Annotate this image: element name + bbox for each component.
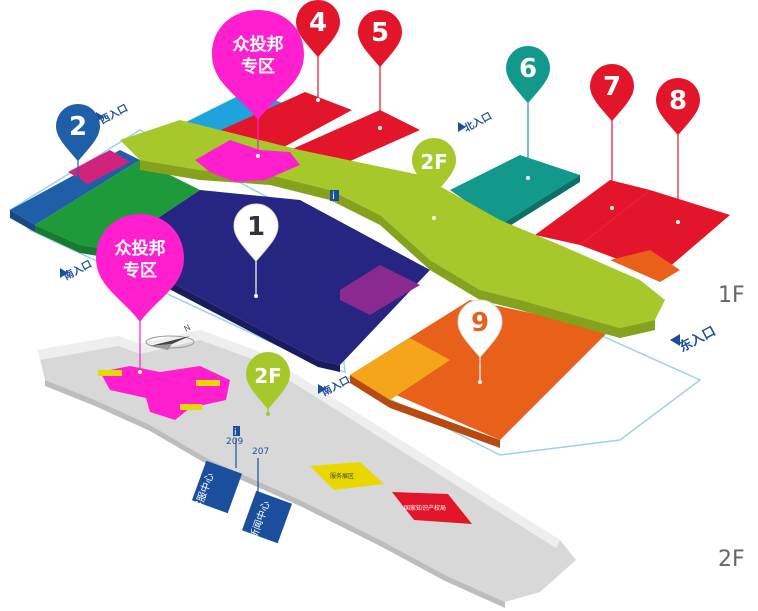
outline-west xyxy=(8,129,346,374)
pin-2f-b-marker xyxy=(246,352,290,410)
info-icon-1f xyxy=(330,190,339,201)
pin-2f-b-label: 2F xyxy=(254,364,282,388)
floor-2-side xyxy=(45,380,505,608)
pin-2f-a[interactable]: 2F xyxy=(412,138,456,196)
room-207-label: 207 xyxy=(252,447,269,457)
pin-2-label: 2 xyxy=(69,112,87,142)
hall-2-magenta xyxy=(68,150,130,184)
hall-1[interactable] xyxy=(110,190,430,365)
floor-2-zone xyxy=(100,366,230,420)
pin-2[interactable]: 2 xyxy=(56,104,100,162)
svg-text:N: N xyxy=(183,323,193,334)
pin-4-label: 4 xyxy=(309,8,327,38)
pin-6-marker xyxy=(506,46,550,104)
floor-2-yellow-tag-b xyxy=(196,380,220,386)
hall-8-orange xyxy=(610,250,680,282)
floor-2-yellow-tag-c xyxy=(180,404,202,410)
entrance-south-mid: 南入口 xyxy=(319,373,352,399)
hall-9-amber xyxy=(350,338,450,400)
pin-5[interactable]: 5 xyxy=(358,10,402,68)
floor-2-yellow-booth-label: 服务展区 xyxy=(330,472,354,480)
hall-1-purple xyxy=(340,265,420,315)
floor-label-1f: 1F xyxy=(718,283,745,308)
zone-pin-bottom[interactable]: 众投邦 专区 xyxy=(96,214,184,322)
entrance-west: 西入口 xyxy=(98,102,130,127)
room-209-label: 209 xyxy=(226,437,243,447)
pin-1[interactable]: 1 xyxy=(233,203,279,262)
hall-6[interactable] xyxy=(450,155,580,225)
pin-4-marker xyxy=(296,0,340,58)
pin-4[interactable]: 4 xyxy=(296,0,340,58)
zone-pin-top-line1: 众投邦 xyxy=(233,34,284,55)
floor-2-plan: 服务展区 国家知识产权局 209 207 i 客服中心 新闻中心 xyxy=(38,330,576,608)
floor-2-yellow-tag-a xyxy=(98,370,122,376)
pin-7[interactable]: 7 xyxy=(590,64,634,122)
pin-1-marker xyxy=(233,203,279,262)
floor-1-zone xyxy=(195,140,300,182)
info-icon-2f-glyph: i xyxy=(234,428,237,438)
compass-icon: N xyxy=(145,323,195,350)
pins: 1 2 4 5 6 7 8 9 2F 2F xyxy=(56,0,700,410)
pin-8-marker xyxy=(656,78,700,136)
hall-8[interactable] xyxy=(580,190,730,275)
info-icon-1f-glyph: i xyxy=(332,191,335,202)
floor-label-2f: 2F xyxy=(718,547,745,572)
news-center-tag[interactable]: 新闻中心 xyxy=(241,490,293,544)
pin-2f-a-marker xyxy=(412,138,456,196)
pin-9-label: 9 xyxy=(471,308,489,338)
pin-9[interactable]: 9 xyxy=(457,299,503,358)
hall-7[interactable] xyxy=(535,180,650,245)
pin-2f-b[interactable]: 2F xyxy=(246,352,290,410)
hall-2-green[interactable] xyxy=(35,160,200,250)
zone-pin-bottom-line1: 众投邦 xyxy=(115,238,166,259)
entrance-south-left: 南入口 xyxy=(61,257,94,283)
pin-5-label: 5 xyxy=(371,18,389,48)
pin-1-label: 1 xyxy=(247,212,265,242)
floor-2-red-booth-label: 国家知识产权局 xyxy=(404,504,446,512)
pin-7-marker xyxy=(590,64,634,122)
pin-6-label: 6 xyxy=(519,54,537,84)
zone-pin-bottom-line2: 专区 xyxy=(123,260,157,281)
pin-8[interactable]: 8 xyxy=(656,78,700,136)
floor-1-plan: i xyxy=(8,90,730,456)
pin-2f-a-label: 2F xyxy=(420,150,448,174)
pin-7-label: 7 xyxy=(603,72,621,102)
pin-9-marker xyxy=(457,299,503,358)
pin-8-label: 8 xyxy=(669,86,687,116)
entrance-north: 北入口 xyxy=(461,109,494,135)
entrance-east: 东入口 xyxy=(676,323,718,355)
zone-pin-top[interactable]: 众投邦 专区 xyxy=(212,10,304,120)
pin-2-marker xyxy=(56,104,100,162)
pin-5-marker xyxy=(358,10,402,68)
pin-6[interactable]: 6 xyxy=(506,46,550,104)
zone-pin-top-line2: 专区 xyxy=(241,56,275,77)
info-icon-2f xyxy=(233,426,240,436)
floor-2-yellow-booth xyxy=(310,462,384,490)
floor-2-red-booth xyxy=(392,492,472,524)
